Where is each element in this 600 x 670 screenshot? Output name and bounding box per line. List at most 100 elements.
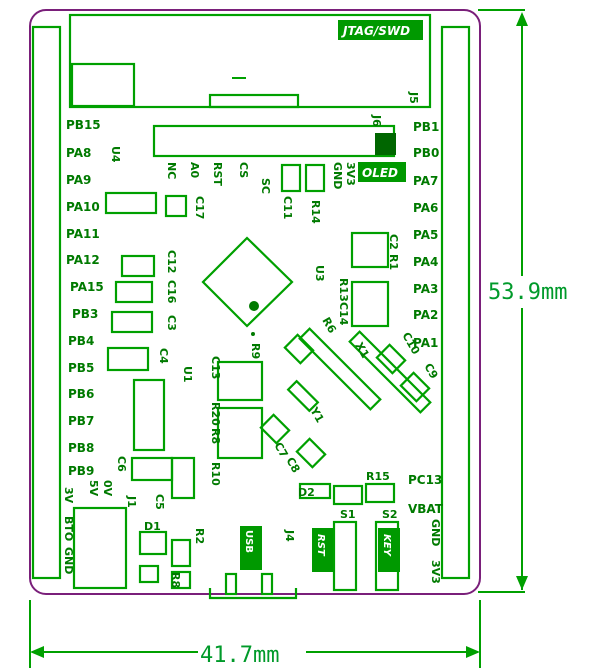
svg-text:PB4: PB4 xyxy=(68,334,94,348)
svg-text:3V3: 3V3 xyxy=(344,162,357,186)
u4-component: U4 C17 xyxy=(104,146,206,219)
svg-text:PB15: PB15 xyxy=(66,118,101,132)
svg-text:PA11: PA11 xyxy=(66,227,100,241)
svg-text:BTO: BTO xyxy=(62,516,75,541)
right-passives: C11 R14 C2 R1 R13 C14 xyxy=(280,163,400,328)
svg-text:PB3: PB3 xyxy=(72,307,98,321)
svg-text:PB9: PB9 xyxy=(68,464,94,478)
svg-text:J1: J1 xyxy=(125,495,138,508)
svg-text:D2: D2 xyxy=(298,486,315,499)
svg-text:R14: R14 xyxy=(309,200,322,224)
width-dimension: 41.7mm xyxy=(200,643,279,668)
svg-text:JTAG/SWD: JTAG/SWD xyxy=(341,24,410,38)
svg-text:R10: R10 xyxy=(209,462,222,486)
svg-text:PA9: PA9 xyxy=(66,173,91,187)
svg-text:R1: R1 xyxy=(387,254,400,270)
left-pin-labels: PB15 PA8 PA9 PA10 PA11 PA12 PA15 PB3 PB4… xyxy=(66,118,104,478)
jtag-connector: JTAG/SWD J5 xyxy=(68,13,432,109)
svg-text:PB7: PB7 xyxy=(68,414,94,428)
svg-text:PA1: PA1 xyxy=(413,336,438,350)
svg-text:C3: C3 xyxy=(165,315,178,331)
svg-text:R15: R15 xyxy=(366,470,390,483)
svg-text:R9: R9 xyxy=(249,343,262,359)
crystal-area: Y1 X1 R6 C10 C9 C7 C8 xyxy=(259,315,441,475)
svg-text:PA8: PA8 xyxy=(66,146,91,160)
svg-text:R8: R8 xyxy=(209,428,222,444)
bottom-left-pin-labels: 3V BTO GND xyxy=(62,487,75,574)
oled-header: J6 OLED xyxy=(152,114,406,182)
svg-text:J5: J5 xyxy=(407,91,420,104)
svg-text:CS: CS xyxy=(237,162,250,178)
svg-text:PB0: PB0 xyxy=(413,146,439,160)
svg-text:Y1: Y1 xyxy=(307,404,327,425)
svg-text:C17: C17 xyxy=(193,196,206,219)
svg-text:PB6: PB6 xyxy=(68,387,94,401)
svg-text:PA4: PA4 xyxy=(413,255,438,269)
mcu-chip: U3 xyxy=(201,236,326,336)
svg-text:PA7: PA7 xyxy=(413,174,438,188)
left-passives: C12 C16 C3 C4 U1 xyxy=(106,250,194,452)
right-pin-labels: PB1 PB0 PA7 PA6 PA5 PA4 PA3 PA2 PA1 PC13… xyxy=(408,120,444,584)
svg-text:S2: S2 xyxy=(382,508,398,521)
svg-text:C6: C6 xyxy=(115,456,128,472)
svg-text:5V: 5V xyxy=(87,480,100,497)
svg-text:USB: USB xyxy=(243,530,254,553)
svg-text:C8: C8 xyxy=(283,455,302,475)
svg-text:U4: U4 xyxy=(109,146,122,163)
svg-text:A0: A0 xyxy=(188,162,201,179)
svg-text:R13: R13 xyxy=(337,278,350,302)
svg-text:RST: RST xyxy=(315,534,326,557)
svg-text:RST: RST xyxy=(211,162,224,186)
svg-text:PB5: PB5 xyxy=(68,361,94,375)
svg-text:X1: X1 xyxy=(352,340,371,360)
svg-text:U3: U3 xyxy=(313,265,326,282)
svg-text:C5: C5 xyxy=(153,494,166,510)
svg-text:S1: S1 xyxy=(340,508,356,521)
svg-text:GND: GND xyxy=(429,519,442,546)
bottom-components: C6 5V 0V C5 J1 D1 R2 R8 USB J4 D2 R15 S1… xyxy=(72,456,400,600)
svg-text:R8: R8 xyxy=(169,572,182,588)
svg-text:R6: R6 xyxy=(319,315,338,336)
svg-text:SC: SC xyxy=(259,178,272,194)
svg-text:C11: C11 xyxy=(281,196,294,219)
middle-passives: C13 R9 R20 R8 R10 xyxy=(209,343,264,486)
svg-text:0V: 0V xyxy=(101,480,114,497)
svg-text:PB1: PB1 xyxy=(413,120,439,134)
board-outline xyxy=(29,9,481,595)
svg-text:J6: J6 xyxy=(370,114,383,127)
svg-text:U1: U1 xyxy=(181,366,194,383)
svg-text:D1: D1 xyxy=(144,520,161,533)
svg-text:PB8: PB8 xyxy=(68,441,94,455)
height-dimension: 53.9mm xyxy=(488,280,567,305)
svg-text:R20: R20 xyxy=(209,402,222,426)
svg-text:NC: NC xyxy=(165,162,178,179)
svg-text:PC13: PC13 xyxy=(408,473,442,487)
svg-text:C10: C10 xyxy=(399,330,422,357)
svg-text:R2: R2 xyxy=(193,528,206,544)
right-pin-header xyxy=(440,25,471,580)
left-pin-header xyxy=(31,25,62,580)
svg-text:PA15: PA15 xyxy=(70,280,104,294)
svg-text:PA12: PA12 xyxy=(66,253,100,267)
svg-text:C2: C2 xyxy=(387,234,400,250)
oled-pin-labels: NC A0 RST CS SC 3V3 GND xyxy=(165,162,357,194)
dimension-lines xyxy=(29,9,528,668)
svg-text:OLED: OLED xyxy=(362,166,398,180)
svg-text:PA6: PA6 xyxy=(413,201,438,215)
svg-text:GND: GND xyxy=(331,162,344,189)
svg-text:C9: C9 xyxy=(421,361,440,381)
svg-text:GND: GND xyxy=(62,547,75,574)
svg-text:J4: J4 xyxy=(283,529,296,542)
svg-text:PA2: PA2 xyxy=(413,308,438,322)
svg-text:VBAT: VBAT xyxy=(408,502,444,516)
svg-text:C12: C12 xyxy=(165,250,178,273)
svg-text:C13: C13 xyxy=(209,356,222,379)
svg-text:KEY: KEY xyxy=(381,534,392,558)
svg-text:PA3: PA3 xyxy=(413,282,438,296)
svg-text:C7: C7 xyxy=(271,440,290,460)
svg-text:3V3: 3V3 xyxy=(429,560,442,584)
svg-text:PA10: PA10 xyxy=(66,200,100,214)
svg-text:3V: 3V xyxy=(62,487,75,504)
svg-text:C16: C16 xyxy=(165,280,178,304)
